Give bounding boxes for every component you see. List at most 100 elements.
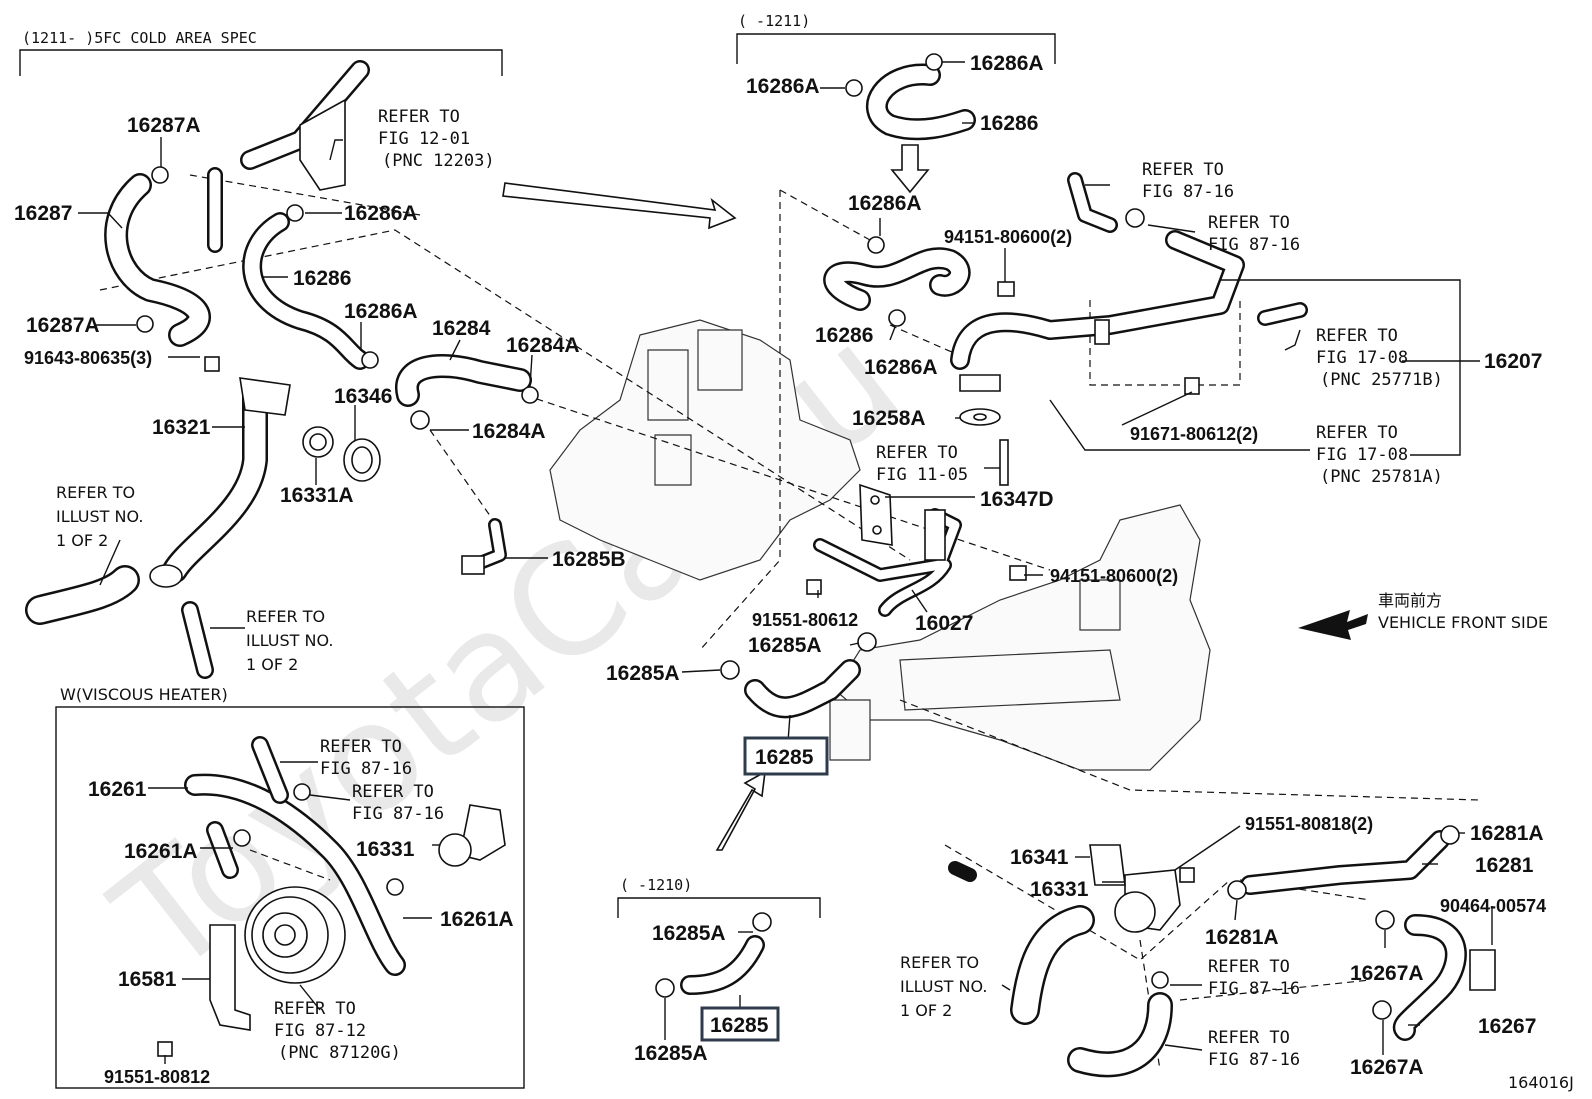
svg-text:(PNC 25781A): (PNC 25781A) [1320,467,1443,487]
svg-text:FIG 17-08: FIG 17-08 [1316,445,1408,465]
section-cold-area-title: (1211- )5FC COLD AREA SPEC [22,29,257,47]
svg-text:REFER TO: REFER TO [876,443,958,463]
fasteners [157,281,1200,1057]
housing-16331-right [1114,869,1181,933]
svg-text:REFER TO: REFER TO [1208,1028,1290,1048]
highlight-16285-lower [700,1006,780,1042]
hose-16286-left [242,212,370,370]
svg-text:REFER TO: REFER TO [900,953,979,972]
label-16331A: 16331A [280,484,354,507]
label-16284A-1: 16284A [506,334,580,357]
gasket-16347D [859,483,893,546]
svg-text:(PNC 87120G): (PNC 87120G) [278,1043,401,1063]
section-viscous-heater: W(VISCOUS HEATER) [55,685,525,1089]
refer-fig-87-16-right-a: REFER TO FIG 87-16 [1208,957,1300,999]
label-16286A-2: 16286A [344,300,418,323]
label-91551-80818: 91551-80818(2) [1245,814,1373,834]
label-91671-80612: 91671-80612(2) [1130,424,1258,444]
figure-id: 164016J [1508,1073,1574,1092]
housing-16331-viscous [438,804,506,867]
section-lower-range: ( -1210) [617,876,821,918]
svg-text:FIG 87-16: FIG 87-16 [1208,235,1300,255]
part-labels: 16287A 16287 16287A 16286A 16286 16286A … [14,52,1546,1087]
viscous-heater-unit [244,886,346,984]
label-16267A-2: 16267A [1350,1056,1424,1079]
label-16267: 16267 [1478,1015,1536,1038]
label-16321: 16321 [152,416,211,439]
bracket-16581 [209,924,251,1031]
label-16261: 16261 [88,778,147,801]
hose-16261 [184,736,406,976]
label-16285B: 16285B [552,548,626,571]
label-16285-main: 16285 [755,746,814,769]
gasket-16341 [1089,844,1126,886]
label-90464-00574: 90464-00574 [1440,896,1546,916]
svg-text:ILLUST NO.: ILLUST NO. [900,977,987,996]
pipe-16027 [813,508,962,617]
hose-16284 [395,354,532,407]
label-16285A-3: 16285A [652,922,726,945]
svg-text:FIG 11-05: FIG 11-05 [876,465,968,485]
label-16261A-1: 16261A [124,840,198,863]
refer-fig-11-05: REFER TO FIG 11-05 [876,443,968,485]
refer-fig-12-01: REFER TO FIG 12-01 (PNC 12203) [378,107,495,171]
label-91551-80812: 91551-80812 [104,1067,210,1087]
refer-fig-87-16-viscous-b: REFER TO FIG 87-16 [352,782,444,824]
svg-text:(PNC 25771B): (PNC 25771B) [1320,370,1443,390]
hose-16285-lower [680,935,765,995]
section-upper-range-title: ( -1211) [738,12,810,30]
label-16346: 16346 [334,385,392,408]
gasket-16258A [959,408,1001,426]
refer-illust-left: REFER TO ILLUST NO. 1 OF 2 [56,483,143,550]
label-16285A-2: 16285A [606,662,680,685]
refer-to-notes: REFER TO FIG 12-01 (PNC 12203) REFER TO … [56,107,1443,1070]
svg-text:REFER TO: REFER TO [352,782,434,802]
highlight-16285-main [743,736,829,776]
label-16281: 16281 [1475,854,1534,877]
svg-text:FIG 87-12: FIG 87-12 [274,1021,366,1041]
refer-fig-87-16-right-b: REFER TO FIG 87-16 [1208,1028,1300,1070]
refer-fig-17-08-b: REFER TO FIG 17-08 (PNC 25781A) [1316,423,1443,487]
label-16287A-b: 16287A [26,314,100,337]
label-16286-u: 16286 [980,112,1038,135]
svg-text:FIG 87-16: FIG 87-16 [1208,979,1300,999]
label-94151-80600-b: 94151-80600(2) [1050,566,1178,586]
label-16285A-1: 16285A [748,634,822,657]
section-upper-range: ( -1211) [736,12,1056,64]
svg-text:ILLUST NO.: ILLUST NO. [56,507,143,526]
label-16261A-2: 16261A [440,908,514,931]
label-16284: 16284 [432,317,491,340]
svg-text:1 OF 2: 1 OF 2 [246,655,298,674]
label-16287A: 16287A [127,114,201,137]
label-16207: 16207 [1484,350,1542,373]
refer-fig-17-08-a: REFER TO FIG 17-08 (PNC 25771B) [1316,326,1443,390]
svg-text:REFER TO: REFER TO [1316,326,1398,346]
vehicle-front-jp: 車両前方 [1378,591,1442,610]
hose-16287 [104,173,211,347]
section-cold-area: (1211- )5FC COLD AREA SPEC [19,29,503,76]
refer-fig-87-12: REFER TO FIG 87-12 (PNC 87120G) [274,999,401,1063]
section-lower-range-title: ( -1210) [620,876,692,894]
label-16286A-u2: 16286A [970,52,1044,75]
label-16258A: 16258A [852,407,926,430]
svg-text:REFER TO: REFER TO [1208,213,1290,233]
svg-text:REFER TO: REFER TO [246,607,325,626]
svg-text:FIG 87-16: FIG 87-16 [352,804,444,824]
label-16286: 16286 [293,267,351,290]
hose-16267 [1392,914,1467,1041]
hose-16286-middle [823,247,971,311]
vehicle-front-side-note: 車両前方 VEHICLE FRONT SIDE [1378,591,1548,632]
vehicle-front-en: VEHICLE FRONT SIDE [1378,613,1548,632]
hose-16321 [149,377,291,588]
label-16267A-1: 16267A [1350,962,1424,985]
svg-text:REFER TO: REFER TO [1142,160,1224,180]
arrows [502,144,1368,851]
clamps [136,53,1460,1020]
svg-text:FIG 17-08: FIG 17-08 [1316,348,1408,368]
hose-16281 [1240,830,1450,895]
label-16331-v: 16331 [356,838,415,861]
label-94151-80600-a: 94151-80600(2) [944,227,1072,247]
svg-text:REFER TO: REFER TO [1316,423,1398,443]
svg-text:1 OF 2: 1 OF 2 [900,1001,952,1020]
